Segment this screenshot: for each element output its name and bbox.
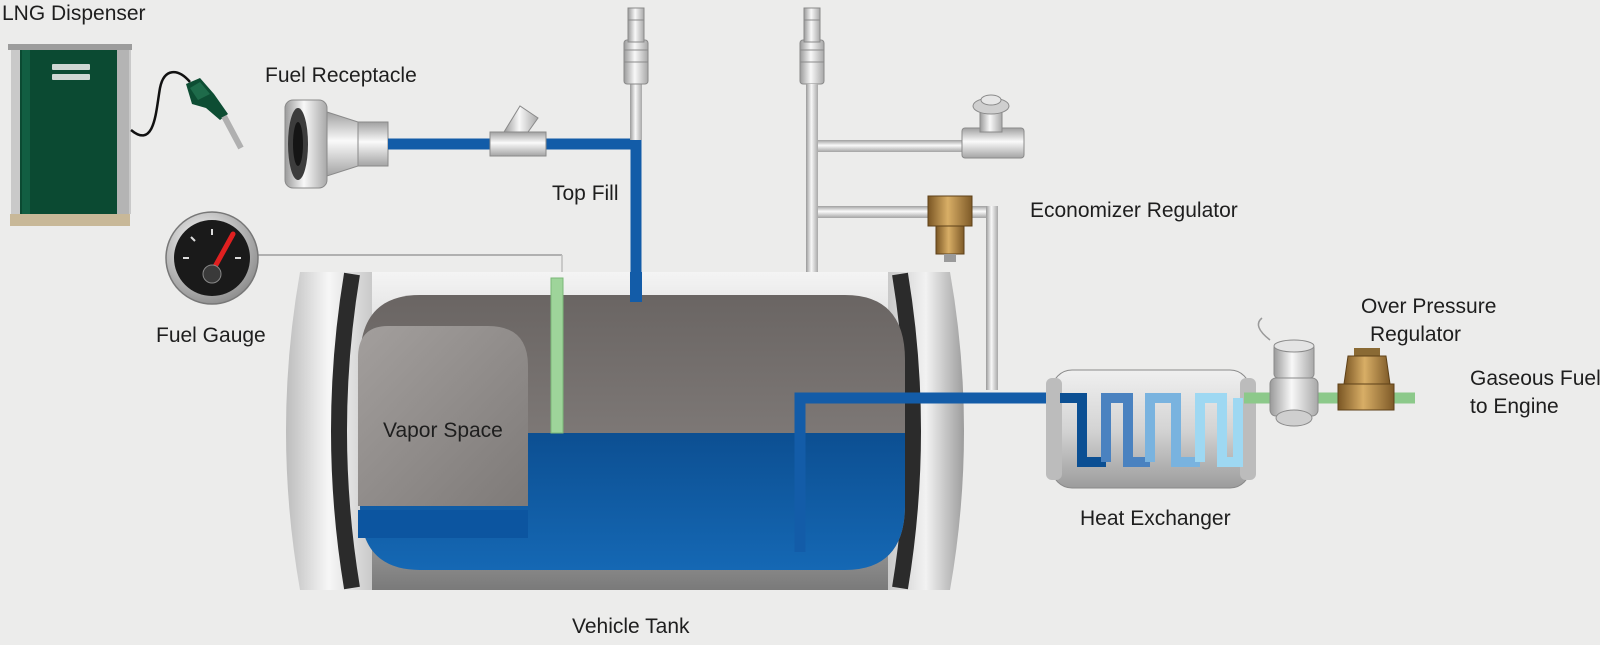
label-lng-dispenser: LNG Dispenser — [2, 2, 146, 25]
solenoid-valve-icon — [1257, 317, 1319, 427]
vapor-space-panel — [358, 326, 528, 538]
relief-branch-pipe — [818, 140, 970, 152]
label-vehicle-tank: Vehicle Tank — [572, 615, 690, 638]
gauge-probe — [550, 277, 564, 434]
label-heat-exchanger: Heat Exchanger — [1080, 507, 1231, 530]
fuel-receptacle-icon — [284, 99, 389, 189]
dispenser-hose — [130, 71, 191, 137]
heat-exchanger-icon — [1046, 369, 1256, 489]
vapor-pipe — [806, 84, 818, 306]
label-gaseous-fuel: Gaseous Fuel — [1470, 367, 1600, 390]
label-regulator: Regulator — [1370, 323, 1462, 346]
top-fill-line — [388, 138, 642, 302]
fuel-nozzle-icon — [186, 78, 244, 150]
lng-dispenser-icon — [8, 44, 132, 226]
label-to-engine: to Engine — [1470, 395, 1559, 418]
label-vapor-space: Vapor Space — [383, 419, 503, 442]
over-pressure-regulator-icon — [1337, 348, 1395, 411]
top-fill-vent-connector-icon — [623, 7, 649, 140]
label-top-fill: Top Fill — [552, 182, 619, 205]
check-valve-icon — [489, 105, 547, 157]
economizer-regulator-icon — [927, 195, 973, 262]
economizer-return-pipe — [986, 206, 998, 390]
label-fuel-receptacle: Fuel Receptacle — [265, 64, 417, 87]
top-fill-inlet — [630, 272, 642, 302]
label-over-pressure: Over Pressure — [1361, 295, 1497, 318]
liquid-withdrawal-line — [794, 392, 1068, 552]
vapor-line-connector-icon — [799, 7, 825, 85]
label-fuel-gauge: Fuel Gauge — [156, 324, 266, 347]
fuel-gauge-dial-icon — [165, 211, 259, 305]
pressure-relief-valve-icon — [961, 94, 1025, 159]
label-economizer-regulator: Economizer Regulator — [1030, 199, 1238, 222]
